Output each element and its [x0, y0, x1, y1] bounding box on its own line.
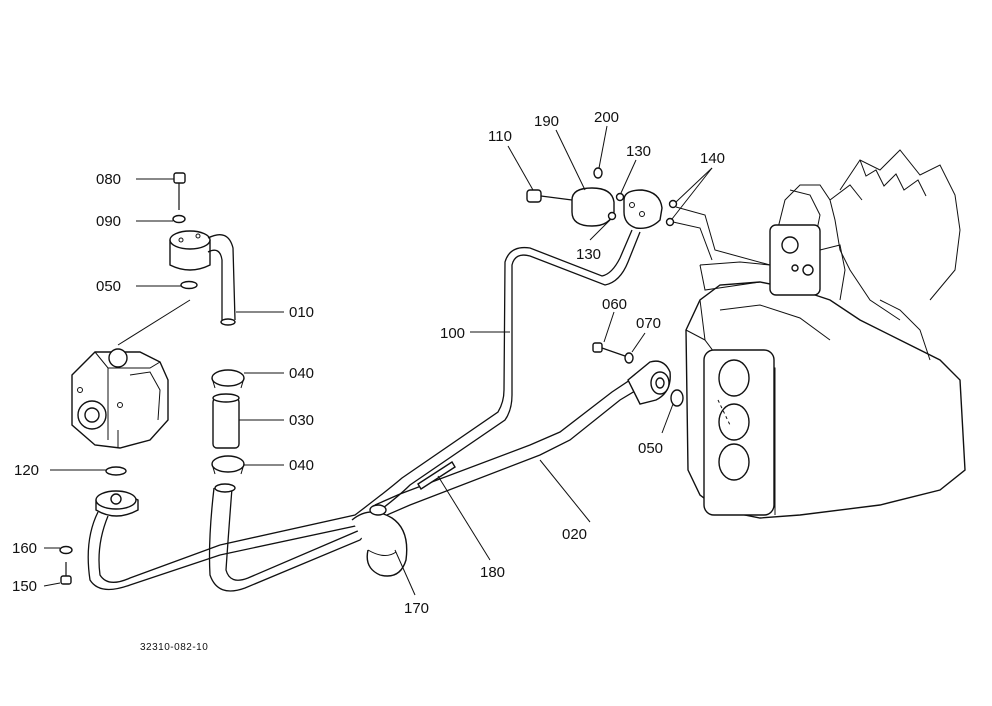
delivery-pipes [87, 229, 684, 592]
top-flange [169, 172, 211, 290]
hose-clamp-lower [211, 455, 245, 475]
callout-040-lower: 040 [289, 457, 314, 474]
callout-130-lower: 130 [576, 246, 601, 263]
pump-outlet-flange [59, 466, 139, 585]
callout-110: 110 [488, 128, 512, 145]
callout-030: 030 [289, 412, 314, 429]
callout-180: 180 [480, 564, 505, 581]
engine-block [685, 149, 966, 519]
hose-clamp-upper [211, 369, 245, 389]
callout-130-upper: 130 [626, 143, 651, 160]
callout-010: 010 [289, 304, 314, 321]
callout-170: 170 [404, 600, 429, 617]
callout-200: 200 [594, 109, 619, 126]
hose [212, 393, 240, 449]
callout-190: 190 [534, 113, 559, 130]
callout-100: 100 [440, 325, 465, 342]
callout-050-lower: 050 [638, 440, 663, 457]
callout-160: 160 [12, 540, 37, 557]
callout-050-upper: 050 [96, 278, 121, 295]
callout-120: 120 [14, 462, 39, 479]
filter-assembly [526, 167, 771, 266]
callout-040-upper: 040 [289, 365, 314, 382]
callout-060: 060 [602, 296, 627, 313]
callout-080: 080 [96, 171, 121, 188]
leader-lines [43, 125, 731, 596]
callout-150: 150 [12, 578, 37, 595]
suction-tube-upper [207, 234, 236, 326]
callout-070: 070 [636, 315, 661, 332]
callout-020: 020 [562, 526, 587, 543]
callout-labels: 080 090 050 010 040 030 040 120 160 150 … [12, 109, 725, 617]
callout-090: 090 [96, 213, 121, 230]
drawing-code: 32310-082-10 [140, 642, 208, 653]
hydraulic-pump [71, 348, 169, 449]
callout-140: 140 [700, 150, 725, 167]
